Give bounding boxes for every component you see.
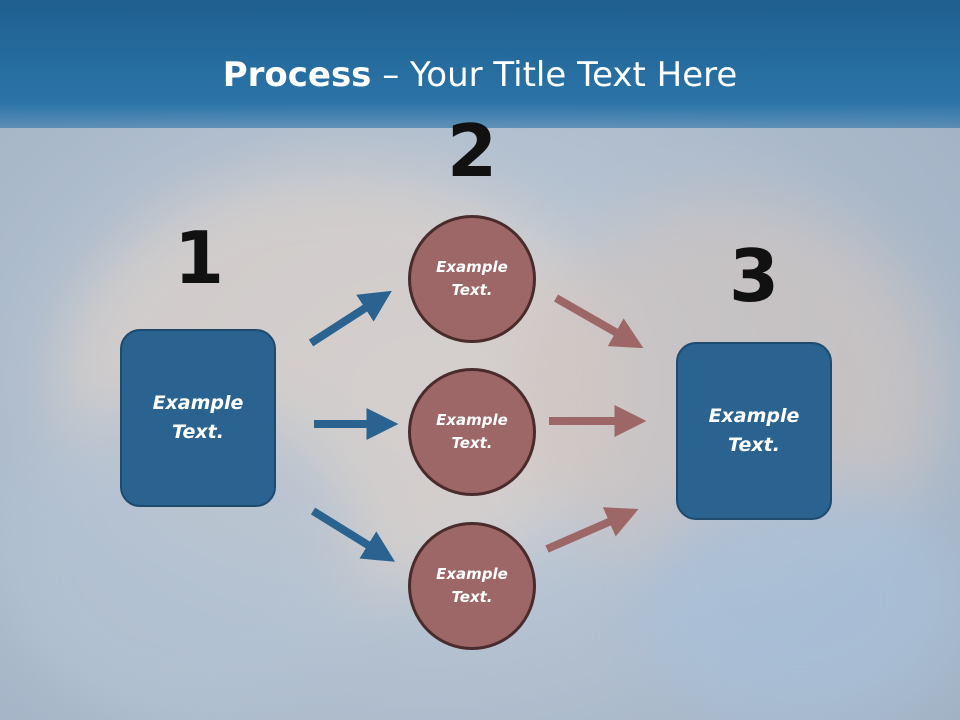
arrow-red-down xyxy=(554,294,644,349)
step-2-circle-bottom: Example Text. xyxy=(408,522,536,650)
step-3-box: Example Text. xyxy=(676,342,832,520)
step-2-circle-middle: Example Text. xyxy=(408,368,536,496)
step-1-box: Example Text. xyxy=(120,329,276,507)
slide-title: Process – Your Title Text Here xyxy=(0,52,960,98)
circle-label-top: Example Text. xyxy=(436,258,508,299)
step-2-circle-top: Example Text. xyxy=(408,215,536,343)
title-bold: Process xyxy=(222,55,372,95)
step-3-label: Example Text. xyxy=(708,405,800,456)
step-3-number: 3 xyxy=(728,234,780,318)
circle-label-bottom: Example Text. xyxy=(436,565,508,606)
arrow-blue-up xyxy=(308,290,392,347)
arrow-blue-down xyxy=(310,507,396,562)
step-2-number: 2 xyxy=(446,109,498,193)
background-photo-shape xyxy=(640,480,960,720)
title-bar xyxy=(0,0,960,128)
step-1-number: 1 xyxy=(173,216,225,300)
title-rest: – Your Title Text Here xyxy=(371,55,738,95)
circle-label-middle: Example Text. xyxy=(436,411,508,452)
arrow-red-up xyxy=(545,507,639,553)
step-1-label: Example Text. xyxy=(152,392,244,443)
